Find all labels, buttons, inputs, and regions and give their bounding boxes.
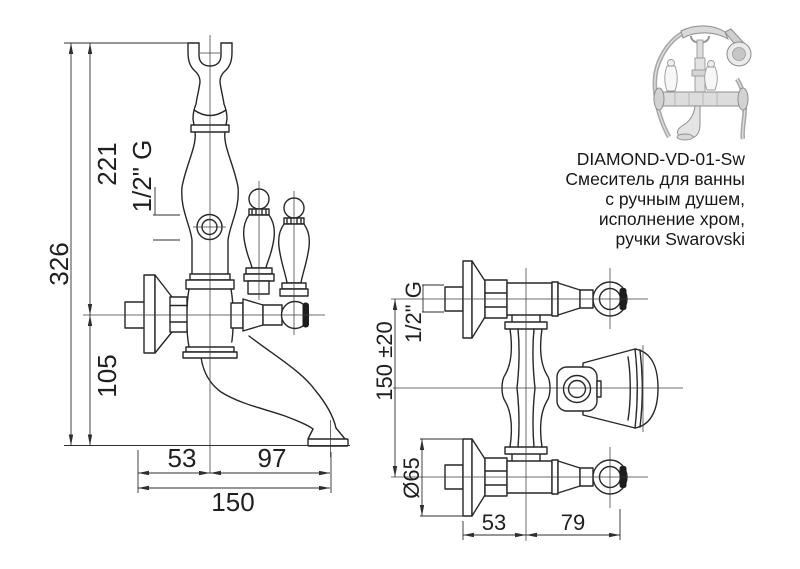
wall-connection-side [124, 274, 188, 354]
side-view-drawing: 326 221 105 1/2" G 53 97 150 [44, 35, 350, 517]
dim-axis-to-spout: 97 [258, 443, 287, 473]
valve-housing-top-view [556, 366, 602, 412]
crystal-handle-left [664, 59, 678, 92]
handshower [680, 25, 752, 67]
product-model: DIAMOND-VD-01-Sw [576, 149, 745, 169]
product-photo [652, 25, 752, 141]
dim-shower-thread: 1/2" G [127, 140, 157, 213]
product-description-line: с ручным душем, [605, 189, 745, 209]
side-view-dimensions: 326 221 105 1/2" G 53 97 150 [44, 42, 350, 517]
dim-escutcheon-diameter: Ø65 [399, 457, 424, 499]
top-view-dimensions: 150 ±20 1/2" G Ø65 53 79 [372, 281, 621, 540]
product-description-line: исполнение хром, [598, 209, 745, 229]
dim-total-projection: 150 [211, 487, 254, 517]
photo-spout [676, 105, 701, 141]
dim-axis-to-rim: 105 [92, 354, 122, 397]
dim-wall-to-axis-top: 53 [482, 510, 506, 535]
dim-supply-centers: 150 ±20 [372, 321, 397, 400]
spout [200, 335, 349, 447]
product-caption: DIAMOND-VD-01-Sw Смеситель для ванны с р… [565, 149, 745, 249]
dim-supply-thread: 1/2" G [401, 281, 426, 343]
side-view-centerlines [83, 35, 331, 473]
dim-overall-height: 326 [44, 242, 74, 285]
dim-top-to-axis: 221 [92, 142, 122, 185]
top-view-centerlines [391, 268, 683, 541]
product-description-line: Смеситель для ванны [565, 169, 745, 189]
dim-axis-to-handle-top: 79 [561, 510, 585, 535]
crystal-handle-right [704, 60, 718, 91]
top-view-drawing: 150 ±20 1/2" G Ø65 53 79 [372, 260, 683, 541]
mixer-body [653, 87, 749, 111]
product-description-line: ручки Swarovski [615, 229, 745, 249]
dim-wall-to-axis: 53 [168, 443, 197, 473]
